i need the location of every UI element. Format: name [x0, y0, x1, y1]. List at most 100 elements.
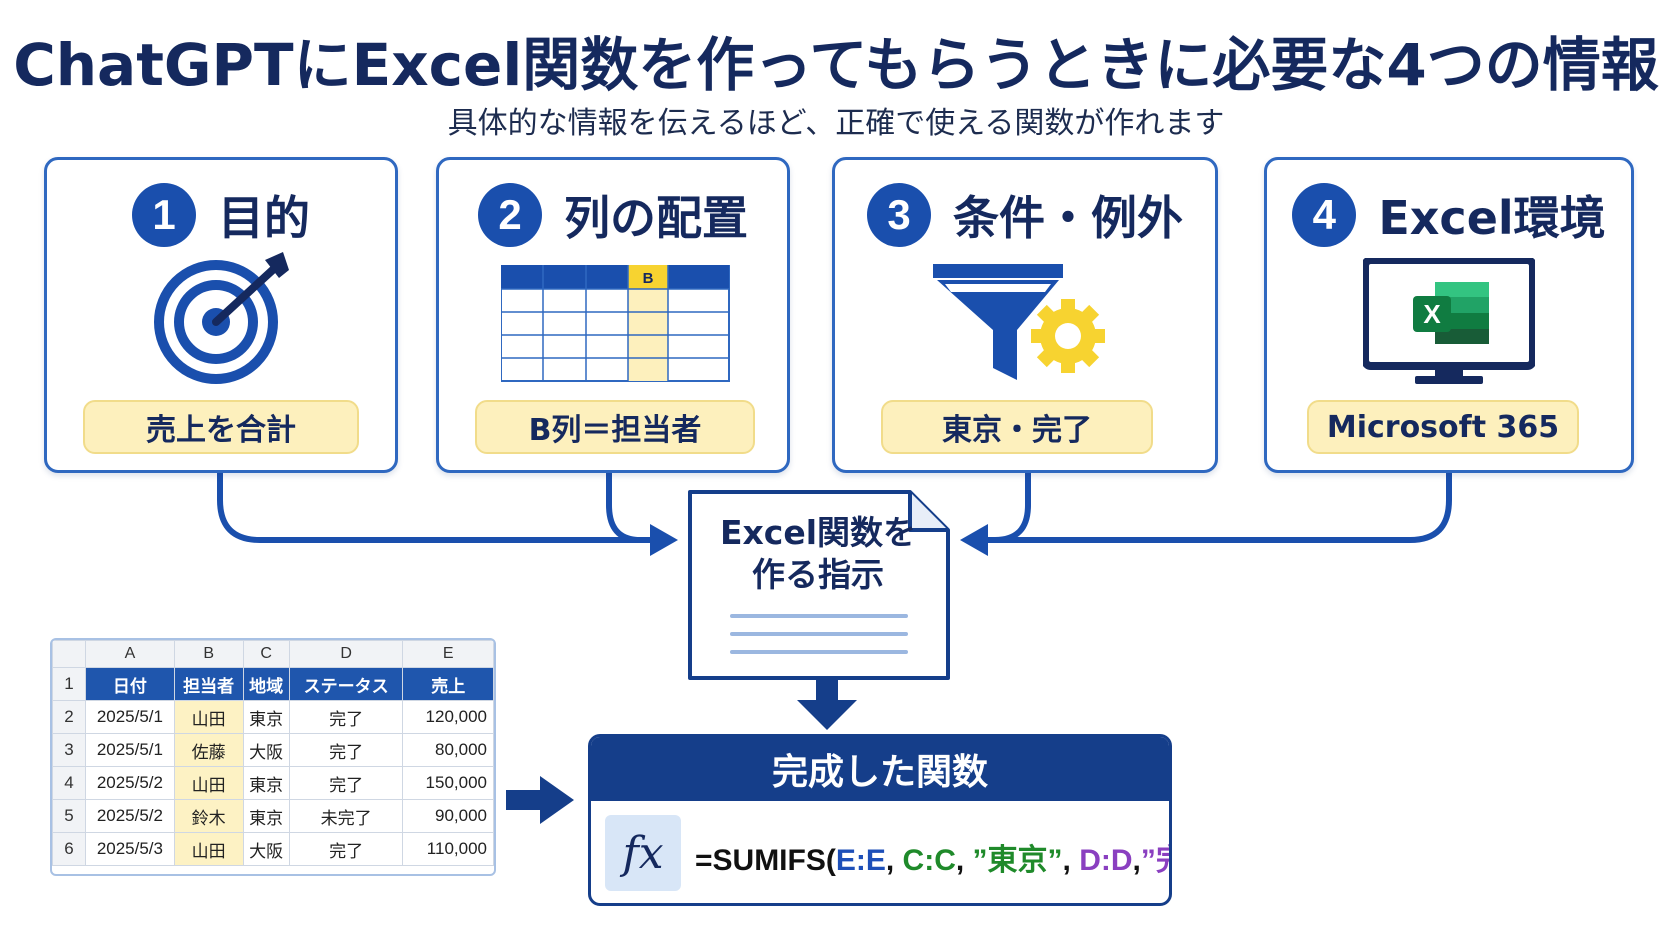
number-badge: 2 [478, 183, 542, 247]
arrowhead-right [960, 524, 988, 556]
header-cell: 売上 [402, 667, 494, 701]
right-arrow-shaft [506, 790, 544, 810]
table-cell: 2025/5/1 [85, 700, 175, 734]
table-cell: 大阪 [242, 733, 290, 767]
formula-part: D:D [1079, 844, 1133, 877]
svg-text:X: X [1423, 299, 1441, 329]
formula-part: , [1062, 844, 1080, 877]
card-title: 条件・例外 [953, 191, 1183, 245]
instruction-line-2: 作る指示 [752, 555, 884, 594]
subtitle: 具体的な情報を伝えるほど、正確で使える関数が作れます [447, 106, 1225, 141]
row-number: 5 [52, 799, 86, 833]
card-excel-environment: 4 Excel環境 X Microsoft 365 [1264, 157, 1634, 473]
formula-part: ”東京” [972, 844, 1063, 877]
table-cell: 山田 [173, 700, 244, 734]
table-cell: 完了 [288, 733, 404, 767]
table-cell: 東京 [242, 799, 290, 833]
connector-1 [217, 467, 658, 543]
table-cell: 2025/5/3 [85, 832, 175, 866]
highlight-column-letter: B [643, 270, 654, 287]
number-badge: 4 [1292, 183, 1357, 247]
arrowhead-left [650, 524, 678, 556]
instruction-line-1: Excel関数を [719, 513, 917, 552]
formula-part: E:E [835, 844, 886, 877]
corner-cell [52, 640, 86, 668]
value-pill: 東京・完了 [881, 400, 1153, 454]
card-title: 列の配置 [564, 191, 748, 245]
table-cell: 90,000 [402, 799, 494, 833]
connector-2 [606, 467, 658, 543]
table-cell: 2025/5/2 [85, 766, 175, 800]
formula-part: , [885, 844, 903, 877]
table-cell: 山田 [173, 766, 244, 800]
table-cell: 完了 [288, 700, 404, 734]
instruction-document-icon [688, 490, 950, 680]
table-cell: 佐藤 [173, 733, 244, 767]
table-cell: 完了 [288, 832, 404, 866]
table-cell: 150,000 [402, 766, 494, 800]
table-cell: 80,000 [402, 733, 494, 767]
main-title: ChatGPTにExcel関数を作ってもらうときに必要な4つの情報 [13, 31, 1659, 99]
connector-4 [977, 467, 1452, 543]
table-cell: 完了 [288, 766, 404, 800]
column-letter: B [173, 640, 244, 668]
row-number: 6 [52, 832, 86, 866]
fx-icon: fx [605, 815, 681, 891]
result-box: 完成した関数 fx =SUMIFS(E:E, C:C, ”東京”, D:D,”完… [588, 734, 1172, 906]
table-cell: 2025/5/2 [85, 799, 175, 833]
row-number: 3 [52, 733, 86, 767]
table-cell: 大阪 [242, 832, 290, 866]
row-number: 1 [52, 667, 86, 701]
number-badge: 1 [132, 183, 196, 247]
formula-part: ”完了” [1140, 844, 1169, 877]
table-cell: 山田 [173, 832, 244, 866]
excel-monitor-icon: X [1363, 258, 1535, 384]
table-cell: 120,000 [402, 700, 494, 734]
column-letter: C [242, 640, 290, 668]
right-arrow-head [540, 776, 574, 824]
value-pill: B列＝担当者 [475, 400, 755, 454]
card-conditions: 3 条件・例外 東京・完了 [832, 157, 1218, 473]
row-number: 4 [52, 766, 86, 800]
result-heading: 完成した関数 [591, 737, 1169, 801]
table-icon: B [501, 265, 730, 382]
table-cell: 2025/5/1 [85, 733, 175, 767]
table-cell: 東京 [242, 766, 290, 800]
card-column-layout: 2 列の配置 B B列＝担当者 [436, 157, 790, 473]
header-cell: 日付 [85, 667, 175, 701]
header-cell: ステータス [288, 667, 404, 701]
table-cell: 鈴木 [173, 799, 244, 833]
gear-icon [1031, 299, 1105, 373]
number-badge: 3 [867, 183, 931, 247]
card-title: 目的 [218, 191, 310, 245]
card-purpose: 1 目的 売上を合計 [44, 157, 398, 473]
header-cell: 地域 [242, 667, 290, 701]
down-arrow-shaft [816, 680, 838, 704]
table-cell: 東京 [242, 700, 290, 734]
formula-part: C:C [902, 844, 956, 877]
value-pill: 売上を合計 [83, 400, 359, 454]
column-letter: A [85, 640, 175, 668]
column-letter: D [288, 640, 404, 668]
instruction-text: Excel関数を 作る指示 [686, 512, 950, 596]
funnel-gear-icon [933, 264, 1105, 380]
table-cell: 未完了 [288, 799, 404, 833]
formula-part: =SUMIFS( [695, 844, 836, 877]
column-letter: E [402, 640, 494, 668]
formula-part: , [955, 844, 973, 877]
row-number: 2 [52, 700, 86, 734]
header-cell: 担当者 [173, 667, 244, 701]
formula-text[interactable]: =SUMIFS(E:E, C:C, ”東京”, D:D,”完了”) [695, 835, 1169, 879]
formula-part: , [1132, 844, 1141, 877]
target-icon [154, 252, 289, 384]
